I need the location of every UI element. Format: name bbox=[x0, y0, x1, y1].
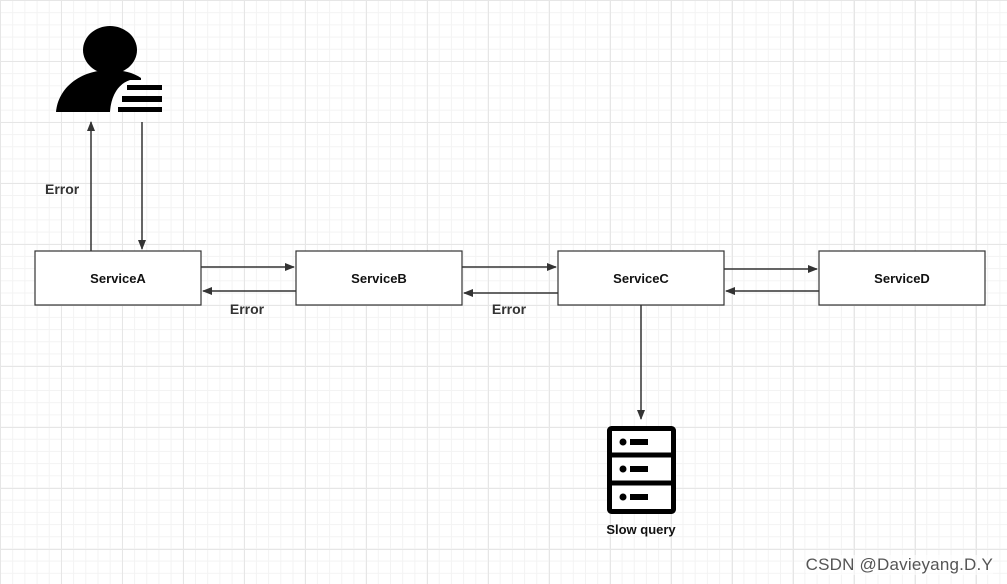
service-c-node[interactable]: ServiceC bbox=[557, 250, 725, 306]
service-a-label: ServiceA bbox=[90, 271, 146, 286]
service-c-label: ServiceC bbox=[613, 271, 669, 286]
service-d-label: ServiceD bbox=[874, 271, 930, 286]
user-list-icon bbox=[56, 26, 162, 112]
service-d-node[interactable]: ServiceD bbox=[818, 250, 986, 306]
watermark: CSDN @Davieyang.D.Y bbox=[805, 555, 993, 575]
slow-query-label: Slow query bbox=[606, 522, 676, 537]
edge-label-error-bc: Error bbox=[492, 301, 527, 317]
service-b-node[interactable]: ServiceB bbox=[295, 250, 463, 306]
server-database-icon bbox=[607, 426, 676, 514]
edge-label-error-user: Error bbox=[45, 181, 80, 197]
service-b-label: ServiceB bbox=[351, 271, 407, 286]
edge-label-error-ab: Error bbox=[230, 301, 265, 317]
service-a-node[interactable]: ServiceA bbox=[34, 250, 202, 306]
